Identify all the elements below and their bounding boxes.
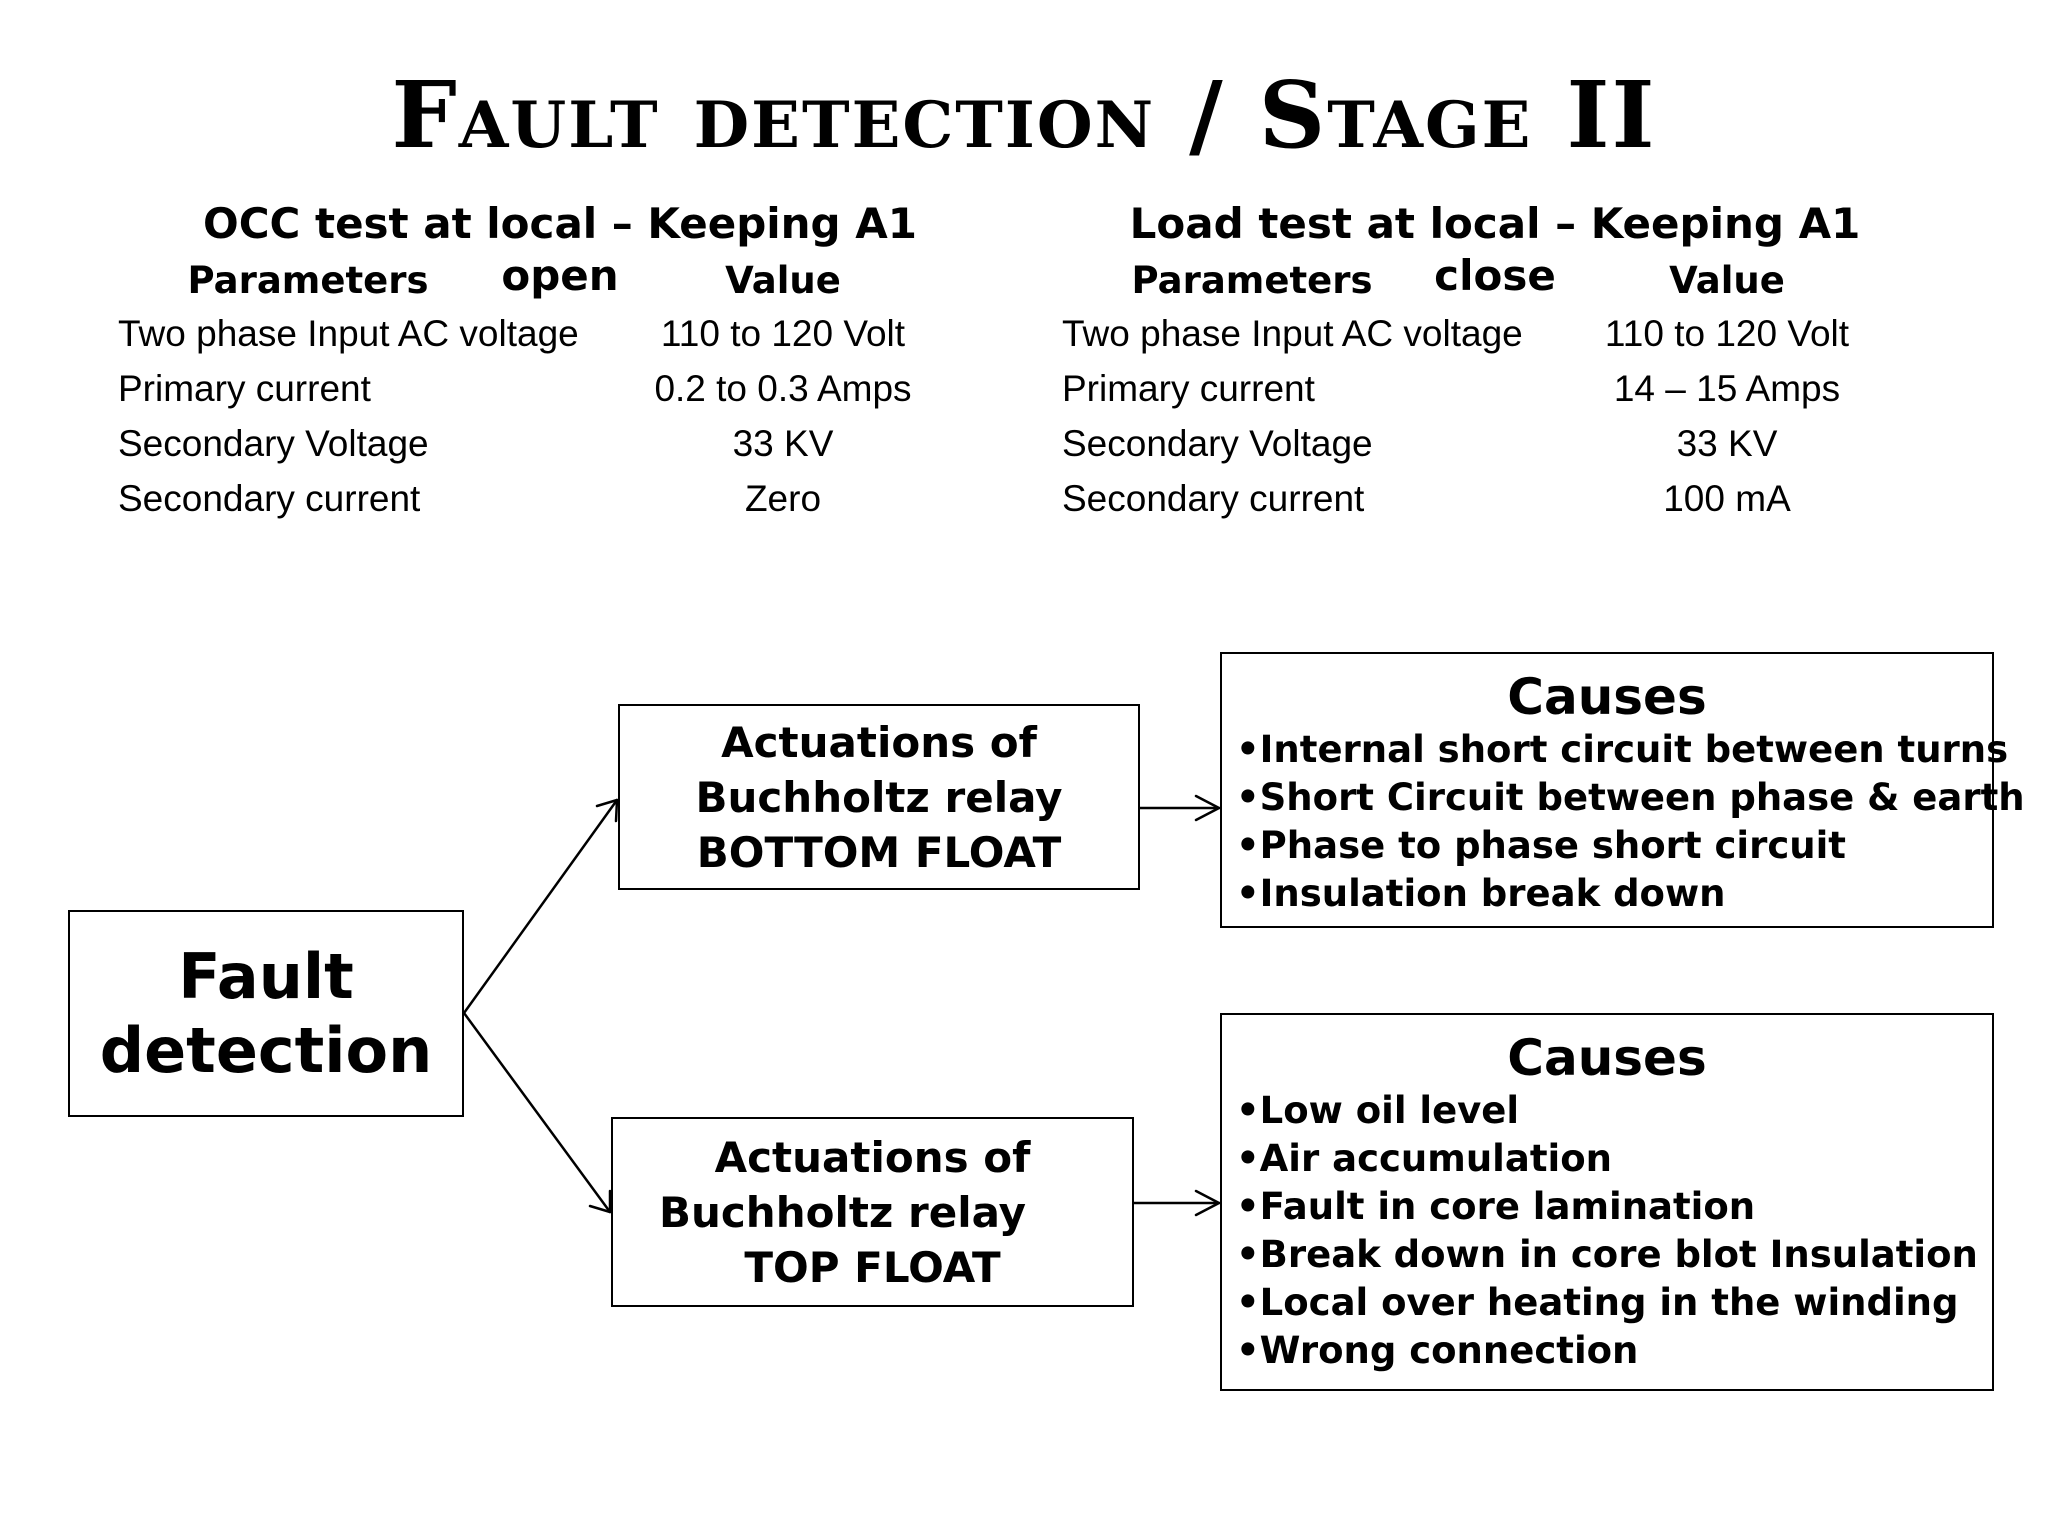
occ-value-cell: 110 to 120 Volt [660,312,906,354]
causes-bottom-float-box: Causes Internal short circuit between tu… [1220,652,2025,928]
bottom-float-label: Actuations of Buchholtz relay BOTTOM FLO… [620,706,1138,888]
table-row: Primary current 0.2 to 0.3 Amps [118,361,1018,416]
table-row: Two phase Input AC voltage 110 to 120 Vo… [118,306,1018,361]
load-param-cell: Secondary current [1062,477,1365,519]
load-param-cell: Primary current [1062,367,1315,409]
table-row: Secondary Voltage 33 KV [118,416,1018,471]
fault-detection-label: Fault detection [70,912,462,1115]
arrow-top-float-to-causes [1132,1189,1221,1217]
list-item: Insulation break down [1236,870,1992,918]
list-item: Break down in core blot Insulation [1236,1231,1992,1279]
occ-test-header-row: Parameters Value [118,254,1018,306]
load-value-cell: 110 to 120 Volt [1604,312,1850,354]
load-value-cell: 33 KV [1676,422,1778,464]
fault-detection-line: Fault [178,939,354,1013]
causes-heading: Causes [1507,1029,1707,1087]
table-row: Primary current 14 – 15 Amps [1062,361,1962,416]
table-row: Secondary current 100 mA [1062,471,1962,526]
table-row: Secondary current Zero [118,471,1018,526]
load-test-title: Load test at local – Keeping A1 close [1129,199,1861,300]
occ-value-cell: Zero [744,477,822,519]
top-float-label: Actuations of Buchholtz relay TOP FLOAT [613,1119,1132,1305]
occ-param-cell: Secondary current [118,477,421,519]
load-value-cell: 100 mA [1663,477,1791,519]
page-title: Fault detection / Stage II [391,61,1657,169]
causes-list: Internal short circuit between turns Sho… [1222,726,2025,918]
occ-param-cell: Primary current [118,367,371,409]
bottom-float-line: Buchholtz relay [695,772,1063,822]
causes-top-float-box: Causes Low oil level Air accumulation Fa… [1220,1013,1994,1391]
load-parameters-header: Parameters [1131,258,1373,302]
list-item: Internal short circuit between turns [1236,726,2009,774]
list-item: Short Circuit between phase & earth [1236,774,2025,822]
occ-value-cell: 0.2 to 0.3 Amps [654,367,912,409]
list-item: Low oil level [1236,1087,1992,1135]
occ-value-cell: 33 KV [732,422,834,464]
load-param-cell: Secondary Voltage [1062,422,1373,464]
occ-test-title: OCC test at local – Keeping A1 open [203,199,917,300]
load-test-header-row: Parameters Value [1062,254,1962,306]
list-item: Air accumulation [1236,1135,1992,1183]
occ-parameters-header: Parameters [187,258,429,302]
list-item: Phase to phase short circuit [1236,822,1992,870]
bottom-float-line: BOTTOM FLOAT [696,827,1062,877]
list-item: Fault in core lamination [1236,1183,1992,1231]
causes-list: Low oil level Air accumulation Fault in … [1222,1087,1992,1375]
fault-detection-line: detection [99,1013,433,1087]
occ-test-table: Parameters Value Two phase Input AC volt… [118,254,1018,526]
occ-param-cell: Two phase Input AC voltage [118,312,579,354]
table-row: Secondary Voltage 33 KV [1062,416,1962,471]
load-param-cell: Two phase Input AC voltage [1062,312,1523,354]
arrow-fault-to-top-float [462,1011,612,1214]
load-value-cell: 14 – 15 Amps [1613,367,1841,409]
causes-heading: Causes [1507,668,1707,726]
fault-detection-box: Fault detection [68,910,464,1117]
occ-param-cell: Secondary Voltage [118,422,429,464]
occ-value-header: Value [725,258,841,302]
load-value-header: Value [1669,258,1785,302]
top-float-line: Buchholtz relay [658,1187,1027,1237]
top-float-box: Actuations of Buchholtz relay TOP FLOAT [611,1117,1134,1307]
table-row: Two phase Input AC voltage 110 to 120 Vo… [1062,306,1962,361]
load-test-table: Parameters Value Two phase Input AC volt… [1062,254,1962,526]
top-float-line: TOP FLOAT [744,1242,1001,1292]
list-item: Wrong connection [1236,1327,1992,1375]
arrow-fault-to-bottom-float [462,798,619,1015]
bottom-float-box: Actuations of Buchholtz relay BOTTOM FLO… [618,704,1140,890]
top-float-line: Actuations of [714,1132,1031,1182]
bottom-float-line: Actuations of [721,717,1037,767]
arrow-bottom-float-to-causes [1138,794,1221,822]
list-item: Local over heating in the winding [1236,1279,1992,1327]
